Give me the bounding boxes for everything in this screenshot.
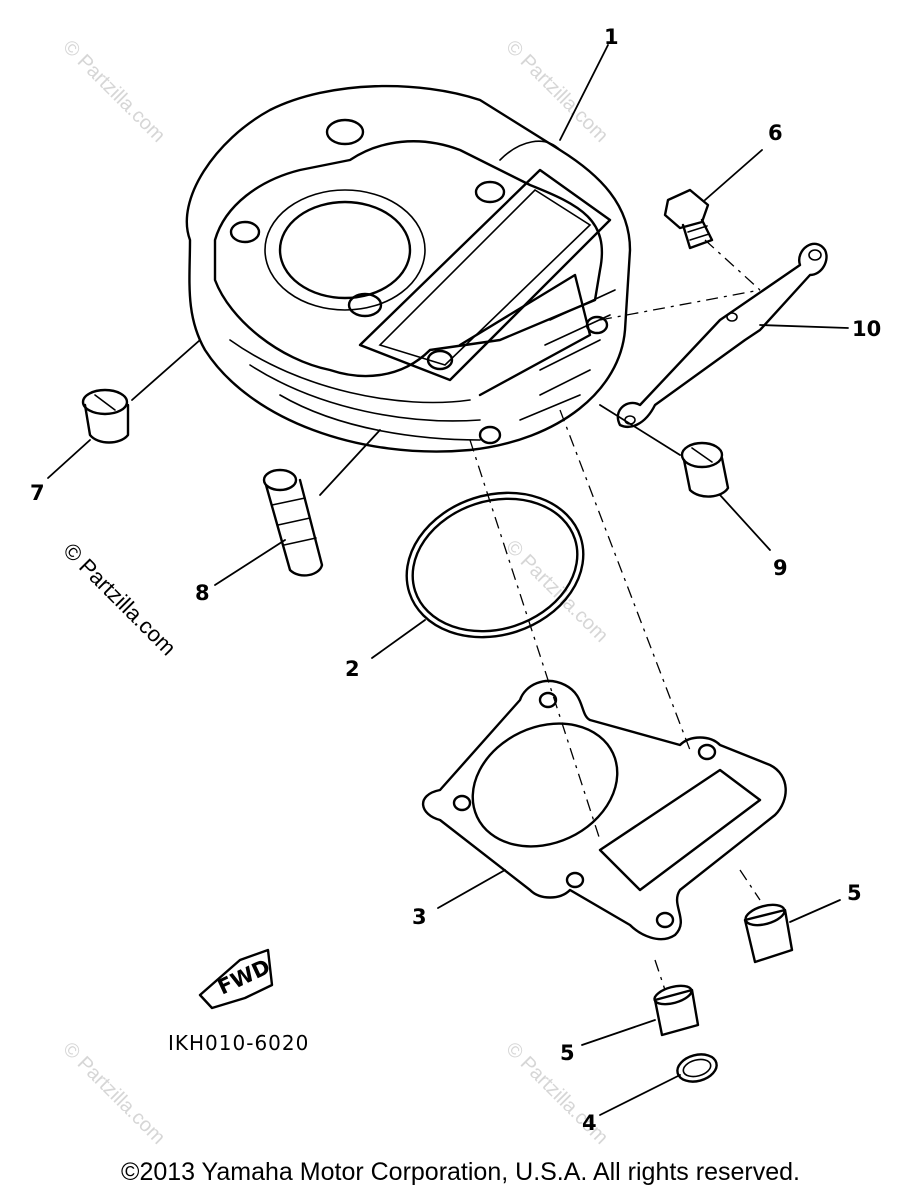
watermark-left-dark: © Partzilla.com bbox=[58, 538, 181, 661]
forward-direction-arrow: FWD bbox=[198, 948, 274, 1010]
watermark-bottom-left: © Partzilla.com bbox=[58, 1038, 169, 1149]
o-ring bbox=[405, 491, 585, 639]
fwd-text: FWD bbox=[214, 955, 274, 1000]
callout-2: 2 bbox=[345, 657, 360, 681]
callout-3: 3 bbox=[412, 905, 427, 929]
plug-left bbox=[81, 388, 130, 444]
callout-labels: 1 6 10 7 8 9 2 3 5 5 4 bbox=[30, 25, 881, 1135]
bracket bbox=[616, 242, 828, 428]
callout-5-upper: 5 bbox=[847, 881, 862, 905]
dowel-pin-upper bbox=[743, 903, 794, 964]
callout-8: 8 bbox=[195, 581, 210, 605]
callout-1: 1 bbox=[604, 25, 619, 49]
callout-4: 4 bbox=[582, 1111, 597, 1135]
small-o-ring bbox=[676, 1053, 718, 1083]
leader-lines bbox=[47, 44, 849, 1116]
bolt bbox=[663, 188, 714, 250]
callout-10: 10 bbox=[852, 317, 881, 341]
watermark-top-left: © Partzilla.com bbox=[58, 36, 169, 147]
watermark-top-center: © Partzilla.com bbox=[501, 36, 612, 147]
diagram-code: IKH010-6020 bbox=[168, 1031, 309, 1055]
stud-bolt bbox=[262, 468, 324, 577]
callout-6: 6 bbox=[768, 121, 783, 145]
callout-7: 7 bbox=[30, 481, 45, 505]
cylinder bbox=[185, 84, 632, 453]
callout-9: 9 bbox=[773, 556, 788, 580]
dowel-pin-lower bbox=[653, 984, 700, 1037]
callout-5-lower: 5 bbox=[560, 1041, 575, 1065]
assembly-centerlines bbox=[469, 239, 761, 991]
cylinder-gasket bbox=[421, 679, 787, 941]
plug-right bbox=[680, 441, 730, 498]
copyright-notice: ©2013 Yamaha Motor Corporation, U.S.A. A… bbox=[121, 1158, 800, 1186]
